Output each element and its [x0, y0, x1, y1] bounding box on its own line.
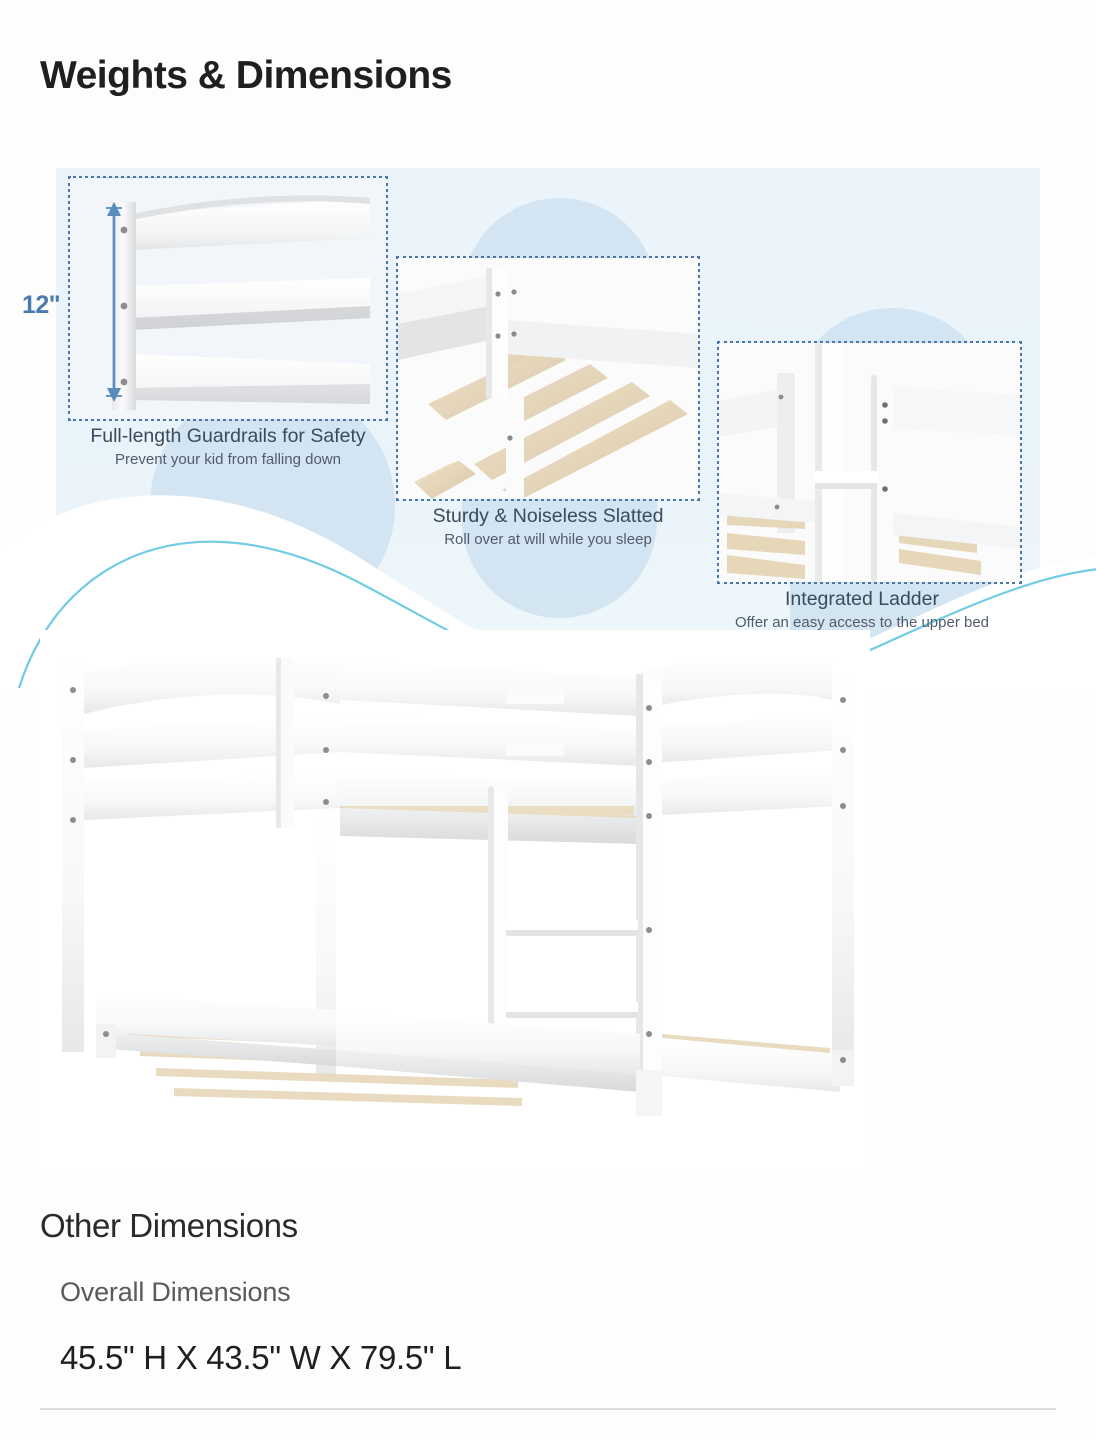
panel-2-dotted-frame — [396, 256, 700, 501]
panel-1-dotted-frame — [68, 176, 388, 421]
panel-2-caption: Sturdy & Noiseless Slatted Roll over at … — [348, 504, 748, 550]
feature-panel-guardrails: 12" Full-length Guardrails for Safety Pr… — [0, 168, 420, 498]
hero-product-image — [40, 630, 870, 1170]
panel-2-caption-subtitle: Roll over at will while you sleep — [444, 531, 652, 549]
panel-3-image — [719, 343, 1020, 582]
panel-1-caption-title: Full-length Guardrails for Safety — [90, 425, 366, 447]
dimension-arrow-12in — [106, 202, 122, 402]
feature-panel-ladder: Integrated Ladder Offer an easy access t… — [712, 333, 1042, 633]
panel-2-caption-title: Sturdy & Noiseless Slatted — [432, 505, 664, 527]
panel-3-dotted-frame — [717, 341, 1022, 584]
section-divider — [40, 1408, 1056, 1410]
panel-3-caption-subtitle: Offer an easy access to the upper bed — [734, 614, 990, 632]
features-infographic: 12" Full-length Guardrails for Safety Pr… — [0, 168, 1096, 688]
panel-1-caption-subtitle: Prevent your kid from falling down — [115, 451, 341, 469]
panel-3-caption-title: Integrated Ladder — [785, 588, 939, 610]
overall-dimensions-value: 45.5" H X 43.5" W X 79.5" L — [60, 1339, 462, 1376]
other-dimensions-heading: Other Dimensions — [40, 1207, 298, 1244]
panel-2-image — [398, 258, 698, 499]
overall-dimensions-label: Overall Dimensions — [60, 1277, 291, 1307]
panel-1-caption: Full-length Guardrails for Safety Preven… — [0, 424, 456, 470]
page-title: Weights & Dimensions — [40, 54, 452, 97]
panel-3-caption: Integrated Ladder Offer an easy access t… — [702, 587, 1022, 633]
panel-1-image — [70, 178, 386, 419]
dimension-label-guardrail-height: 12" — [22, 291, 61, 319]
feature-panel-slatted: Sturdy & Noiseless Slatted Roll over at … — [390, 248, 720, 548]
